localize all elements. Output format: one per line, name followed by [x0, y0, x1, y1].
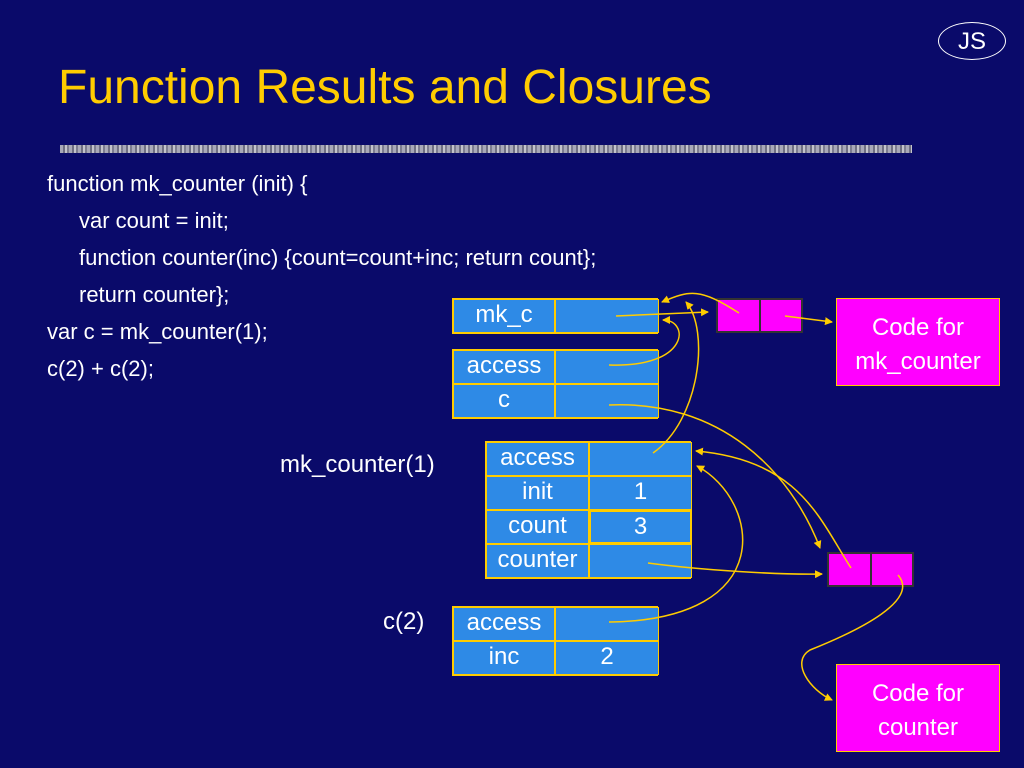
frame-cell-name: count — [486, 510, 589, 544]
code-line: function counter(inc) {count=count+inc; … — [79, 245, 597, 270]
closure-code-cell — [870, 553, 913, 586]
script-frame: access c — [452, 349, 659, 419]
mk-counter-frame: access init 1 count 3 counter — [485, 441, 692, 579]
arrow-counter-closure-env-to-frame — [695, 447, 852, 569]
frame-cell-name: access — [453, 350, 555, 384]
frame-cell-value: 1 — [589, 476, 692, 510]
code-line: function mk_counter (init) { — [47, 171, 308, 196]
counter-code-box: Code for counter — [836, 664, 1000, 752]
mk-counter-code-box: Code for mk_counter — [836, 298, 1000, 386]
closure-code-cell — [759, 299, 802, 332]
frame-cell-name: access — [486, 442, 589, 476]
frame-cell-name: inc — [453, 641, 555, 675]
frame-cell-name: init — [486, 476, 589, 510]
frame-cell-value: 2 — [555, 641, 659, 675]
c-frame: access inc 2 — [452, 606, 659, 676]
global-frame: mk_c — [452, 298, 659, 334]
arrow-closure-to-code — [784, 315, 833, 326]
frame-cell-value — [555, 299, 659, 333]
code-listing: function mk_counter (init) { var count =… — [47, 170, 596, 392]
frame-cell-value — [555, 384, 659, 418]
code-line: return counter}; — [79, 282, 230, 307]
frame-cell-value: 3 — [589, 510, 692, 544]
frame-cell-name: mk_c — [453, 299, 555, 333]
mk-counter-frame-label: mk_counter(1) — [280, 451, 435, 478]
arrow-counter-closure-to-code — [801, 574, 904, 701]
arrow-closure-env-to-global — [661, 292, 740, 314]
frame-cell-name: counter — [486, 544, 589, 578]
frame-cell-value — [555, 607, 659, 641]
frame-cell-name: access — [453, 607, 555, 641]
arrow-counter-value-to-closure — [647, 562, 823, 579]
arrow-c-to-counter-closure — [608, 404, 822, 549]
title-divider — [60, 145, 912, 153]
arrow-frame-access-to-global — [652, 301, 700, 454]
slide-title: Function Results and Closures — [58, 61, 712, 114]
counter-closure — [827, 552, 914, 587]
arrow-script-access-to-global — [608, 316, 680, 366]
frame-cell-name: c — [453, 384, 555, 418]
code-line: c(2) + c(2); — [47, 356, 154, 381]
arrow-c-access-to-frame — [608, 465, 744, 623]
frame-cell-value — [555, 350, 659, 384]
c-frame-label: c(2) — [383, 608, 425, 635]
closure-env-cell — [828, 553, 871, 586]
js-badge: JS — [938, 22, 1006, 60]
code-line: var c = mk_counter(1); — [47, 319, 268, 344]
frame-cell-value — [589, 544, 692, 578]
frame-cell-value — [589, 442, 692, 476]
code-line: var count = init; — [79, 208, 229, 233]
